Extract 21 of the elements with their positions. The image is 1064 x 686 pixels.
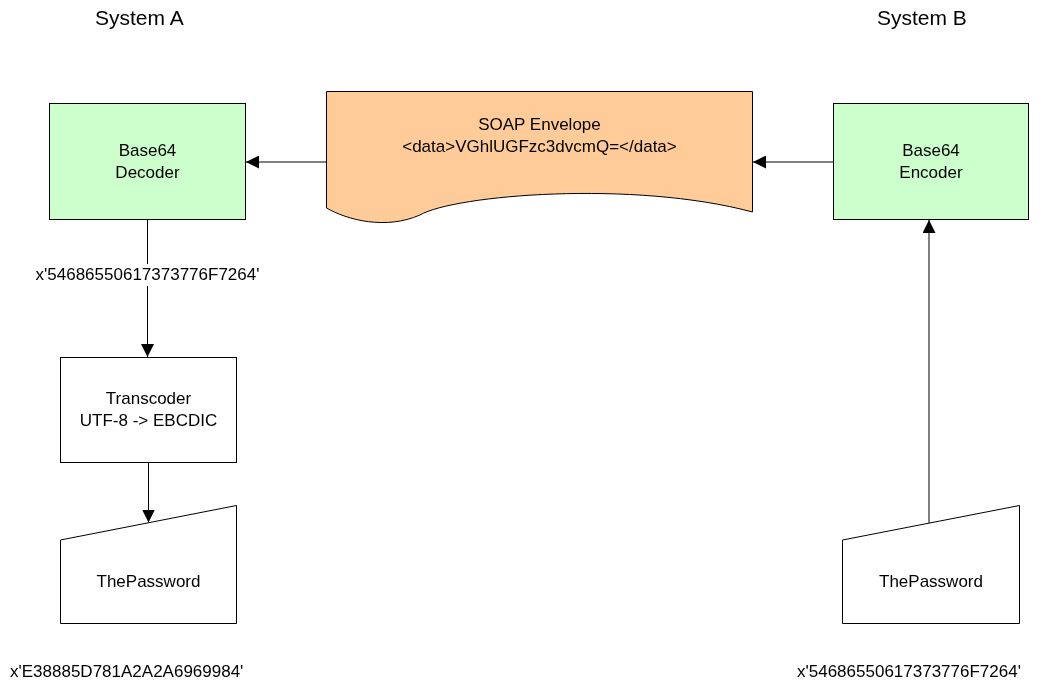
node-text: UTF-8 -> EBCDIC [79, 410, 218, 432]
document-shape [326, 91, 753, 220]
node-text: Base64 Decoder [114, 139, 181, 184]
heading-label: System B [877, 6, 967, 30]
caption-text: x'E38885D781A2A2A6969984' [10, 662, 244, 682]
node-text: ThePassword [96, 570, 201, 593]
node-text: ThePassword [879, 570, 983, 593]
arrow [922, 219, 936, 524]
node-text: Transcoder [105, 388, 192, 410]
node-text: SOAP Envelope [478, 113, 601, 136]
node-text: Base64 Encoder [898, 139, 964, 184]
process-box [60, 357, 237, 463]
process-box [833, 103, 1029, 220]
edge-label: x'54686550617373776F7264' [33, 263, 262, 286]
arrow [752, 155, 834, 169]
arrow [245, 155, 327, 169]
caption-text: x'54686550617373776F7264' [797, 662, 1021, 682]
node-text: <data>VGhlUGFzc3dvcmQ=</data> [402, 135, 677, 158]
arrow [142, 462, 155, 523]
heading-label: System A [95, 6, 184, 30]
process-box [49, 103, 246, 220]
